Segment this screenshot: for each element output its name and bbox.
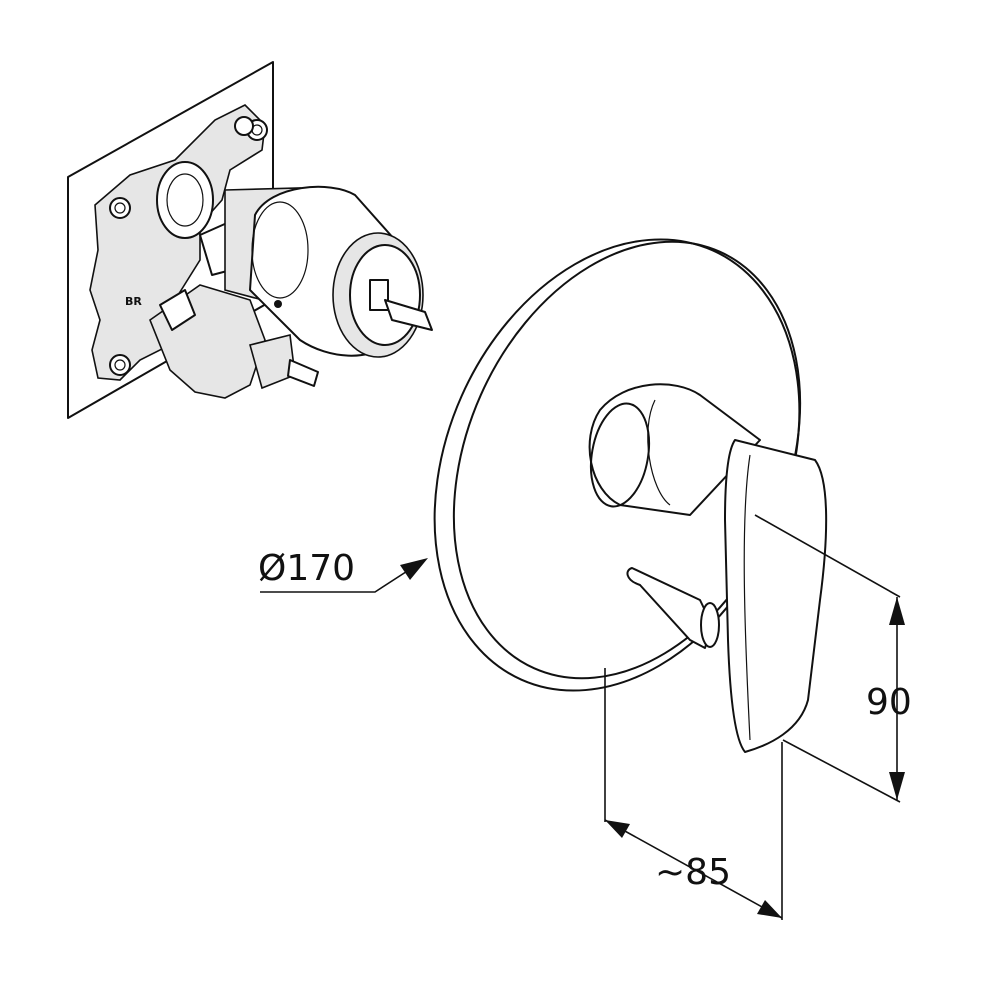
valve-body: BR: [89, 104, 433, 399]
dimension-height: [754, 514, 905, 803]
body-marking: BR: [125, 295, 142, 308]
depth-label: ~85: [655, 852, 731, 893]
height-label: 90: [866, 682, 912, 723]
dimension-diameter: [260, 558, 428, 593]
diameter-label: Ø170: [258, 548, 356, 589]
dimension-depth: [604, 668, 783, 920]
mixer-lever: [588, 383, 828, 753]
